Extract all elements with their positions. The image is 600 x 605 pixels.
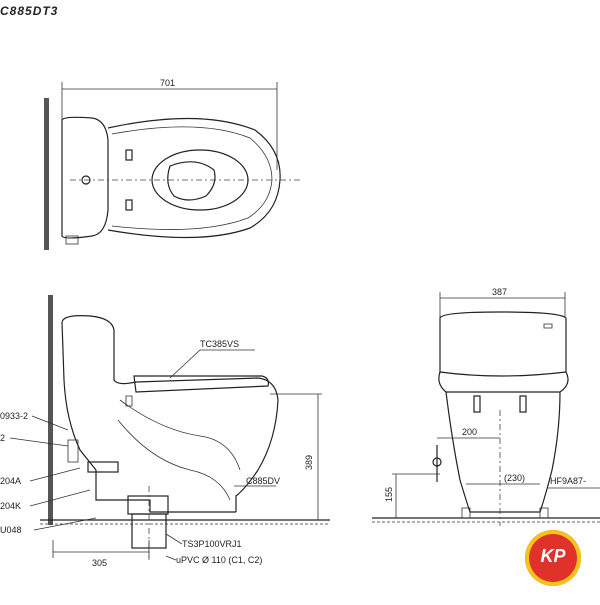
flush-lever [543, 323, 553, 329]
rough-in-label: 305 [92, 558, 107, 568]
supply-valve-front [432, 457, 442, 467]
part-label-4: 204K [0, 501, 21, 511]
foot-1 [461, 507, 471, 519]
bowl-outline-top [107, 117, 281, 239]
pipe-label: uPVC Ø 110 (C1, C2) [176, 555, 262, 565]
trapway-1 [119, 399, 241, 471]
top-view: 701 [44, 78, 300, 250]
part-leader-3 [29, 467, 81, 482]
side-body-outline [61, 315, 279, 512]
trapway-2 [117, 419, 231, 501]
seat-hinge-2 [125, 199, 133, 211]
flange-label: TS3P100VRJ1 [182, 539, 242, 549]
part-leader-2 [9, 437, 69, 447]
center-dim-label: (230) [504, 473, 525, 483]
brand-logo-text: KP [540, 546, 566, 566]
part-label-3: 204A [0, 476, 21, 486]
seat-leader-a [169, 349, 201, 379]
brand-logo: KP [525, 530, 581, 586]
pipe-leader [165, 555, 177, 561]
front-hinge-2 [519, 395, 527, 413]
supply-valve-side [67, 439, 79, 463]
front-width-label: 387 [492, 287, 507, 297]
part-leader-4 [29, 489, 91, 507]
seat-front [438, 371, 569, 393]
floor-flange [127, 495, 169, 515]
base-outline [95, 470, 236, 513]
tank-front-outline [439, 311, 567, 377]
bowl-label: C885DV [246, 476, 280, 486]
seat-hinge-1 [125, 149, 133, 161]
tank-outline-top [61, 116, 109, 239]
front-height-label: 155 [384, 487, 394, 502]
side-view-wall [48, 295, 53, 525]
part-leader-5 [33, 517, 97, 531]
side-view: TC385VS C885DV 389 305 0933-2 2 204A 204… [0, 295, 330, 568]
bowl-front-outline [445, 391, 561, 513]
front-hinge-1 [473, 395, 481, 413]
front-view: 387 200 (230) 155 [372, 287, 600, 526]
model-code: C885DT3 [0, 4, 59, 18]
top-width-dim-label: 701 [160, 78, 175, 88]
foot-2 [539, 507, 549, 519]
side-height-label: 389 [304, 455, 314, 470]
part-label-1: 0933-2 [0, 411, 28, 421]
tank-back-outline [61, 321, 97, 471]
supply-valve-top [65, 235, 79, 245]
top-view-wall [44, 98, 49, 250]
flange-leader [165, 533, 183, 545]
hose-label: HF9A87- [550, 476, 586, 486]
part-label-2: 2 [0, 433, 5, 443]
drain-opening [167, 161, 216, 201]
part-label-5: U048 [0, 525, 22, 535]
seat-outline-side [133, 375, 269, 393]
seat-label: TC385VS [200, 339, 239, 349]
outlet-adapter [87, 461, 119, 473]
supply-offset-label: 200 [462, 427, 477, 437]
side-hinge [125, 395, 133, 407]
part-leader-1 [31, 415, 69, 431]
